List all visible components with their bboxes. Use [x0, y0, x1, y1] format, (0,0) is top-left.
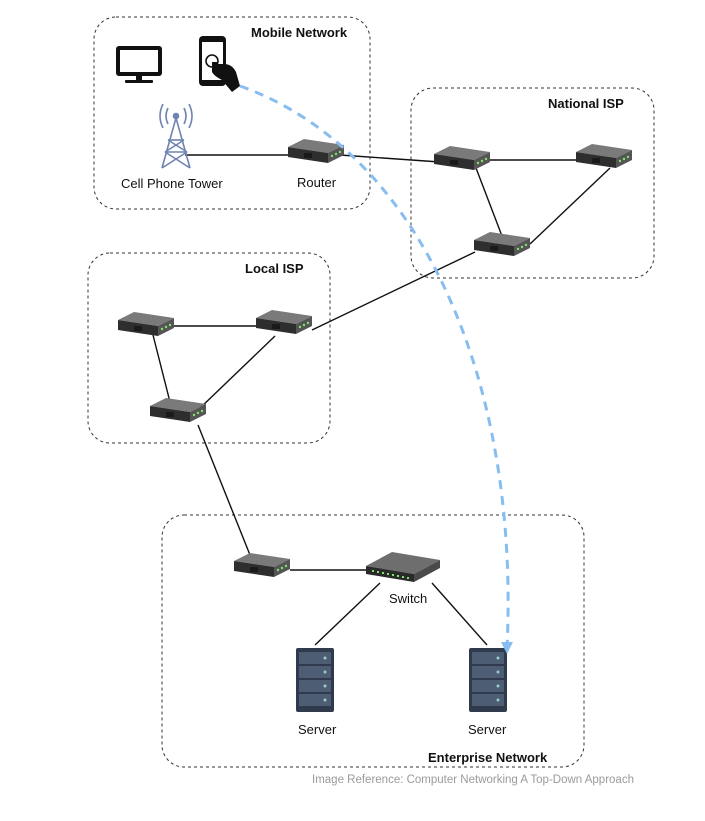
mobile-router-label: Router — [297, 175, 337, 190]
mobile-network-region — [93, 16, 371, 210]
mobile-network-label: Mobile Network — [251, 25, 348, 40]
national-isp-label: National ISP — [548, 96, 624, 111]
national-router-2-icon — [576, 144, 632, 168]
mobile-router-icon — [288, 139, 344, 163]
link-local-enterprise — [197, 424, 253, 561]
cell-tower-icon — [159, 103, 193, 169]
link-national-2-3 — [529, 167, 611, 245]
national-router-1-icon — [434, 146, 490, 170]
server-right-icon — [469, 648, 507, 712]
link-router-national — [339, 154, 441, 163]
switch-label: Switch — [389, 591, 428, 606]
smartphone-icon — [199, 36, 240, 92]
national-router-3-icon — [474, 232, 530, 256]
cell-tower-label: Cell Phone Tower — [121, 176, 223, 191]
server-left-icon — [296, 648, 334, 712]
local-isp-region — [87, 252, 331, 444]
local-router-1-icon — [118, 312, 174, 336]
switch-icon — [366, 552, 440, 582]
data-path — [239, 84, 510, 649]
link-switch-server-left — [314, 582, 381, 646]
link-national-1-3 — [475, 167, 503, 237]
national-isp-region — [410, 87, 655, 279]
server-left-label: Server — [298, 722, 337, 737]
link-national-local — [311, 251, 476, 331]
monitor-icon — [116, 46, 162, 83]
local-isp-label: Local ISP — [245, 261, 304, 276]
local-router-2-icon — [256, 310, 312, 334]
enterprise-network-label: Enterprise Network — [428, 750, 548, 765]
data-path-arrowhead — [501, 642, 513, 654]
link-local-2-3 — [197, 335, 276, 411]
network-links — [152, 154, 611, 646]
server-right-label: Server — [468, 722, 507, 737]
link-switch-server-right — [431, 582, 488, 646]
reference-caption: Image Reference: Computer Networking A T… — [312, 774, 634, 786]
local-router-3-icon — [150, 398, 206, 422]
link-local-1-3 — [152, 334, 171, 403]
enterprise-router-icon — [234, 553, 290, 577]
enterprise-network-region — [161, 514, 585, 768]
